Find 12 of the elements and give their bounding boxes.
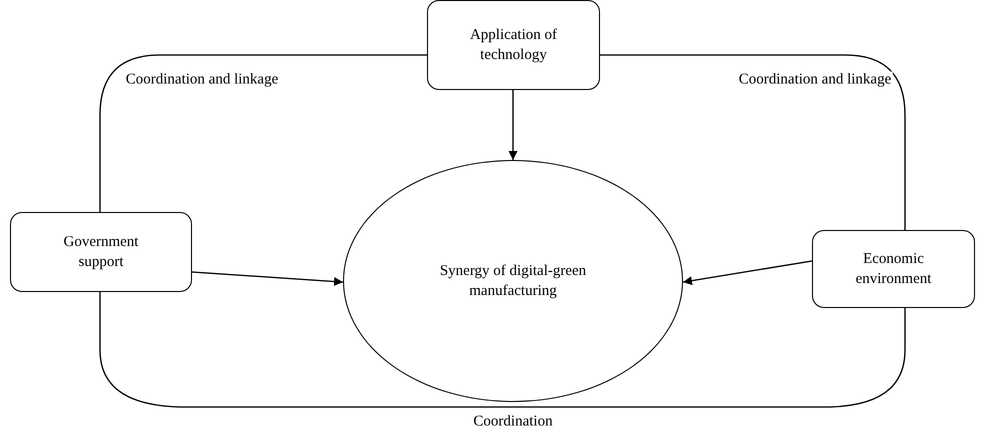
factor-box: Economic environment [812,230,975,308]
connector-line [99,54,427,212]
connector-line [600,54,906,230]
arrow [508,90,518,160]
factor-box: Government support [10,212,192,292]
arrow [682,260,812,286]
connector-line [99,292,906,408]
factor-box: Application of technology [427,0,600,90]
edge-label: Coordination and linkage [736,72,894,88]
arrow [192,271,344,286]
edge-label: Coordination and linkage [124,72,280,88]
synergy-circle: Synergy of digital-green manufacturing [343,160,683,402]
